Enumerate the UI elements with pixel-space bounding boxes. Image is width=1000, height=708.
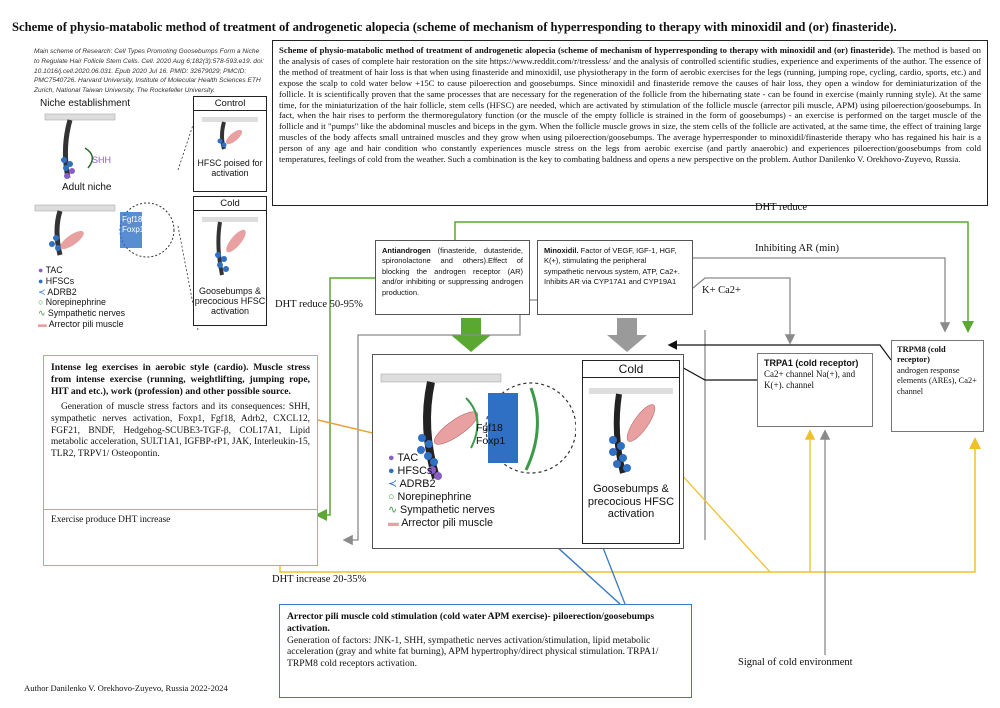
dht-reduce-left-line — [315, 277, 375, 521]
trpm8-box: TRPM8 (cold receptor) androgen response … — [891, 340, 984, 432]
trpm8-to-cold — [667, 340, 892, 361]
foxp1-label-large: Foxp1 — [476, 435, 506, 447]
shh-label: SHH — [92, 155, 112, 165]
foxp1-label-small: Foxp1 — [122, 225, 145, 234]
main-legend: ● TAC ● HFSCs ≺ ADRB2 ○ Norepinephrine ∿… — [388, 452, 495, 530]
exercise-produce-box: Exercise produce DHT increase — [43, 510, 318, 566]
legend-item-nerves: ∿ Sympathetic nerves — [38, 308, 126, 319]
cold-label-large: Cold — [583, 361, 679, 378]
cold-follicle-icon-large — [589, 388, 673, 474]
description-heading: Scheme of physio-matabolic method of tre… — [279, 45, 896, 55]
trpa1-box: TRPA1 (cold receptor) Ca2+ channel Na(+)… — [757, 353, 873, 427]
nerve-icon: ∿ — [388, 504, 398, 516]
apm-icon: ▬ — [38, 318, 47, 329]
niche-establishment-label: Niche establishment — [40, 98, 131, 109]
control-panel: Control HFSC poised for activation — [193, 96, 267, 192]
antiandrogen-box: Antiandrogen (finasteride, dutasteride, … — [375, 240, 530, 315]
cold-label-small: Cold — [194, 197, 266, 211]
fgf18-label-small: Fgf18 — [122, 215, 143, 224]
hfsc-icon: ● — [388, 465, 395, 477]
exercise-box: Intense leg exercises in aerobic style (… — [43, 355, 318, 510]
trpa1-body: Ca2+ channel Na(+), and K(+). channel — [764, 369, 856, 390]
trpm8-body: androgen response elements (AREs), Ca2+ … — [897, 365, 977, 396]
goosebumps-label-small: Goosebumps & precocious HFSC activation — [194, 286, 266, 317]
apm-icon: ▬ — [388, 517, 399, 529]
cold-panel-small: Cold Goosebumps & precocious HFSC activa… — [193, 196, 267, 326]
main-legend-tac: ● TAC — [388, 452, 419, 464]
niche-establishment-illustration — [44, 113, 116, 179]
minoxidil-arrow — [607, 318, 647, 352]
fgf18-label-large: Fgf18 — [476, 422, 503, 434]
exercise-heading: Intense leg exercises in aerobic style (… — [51, 362, 310, 397]
trpm8-heading: TRPM8 (cold receptor) — [897, 345, 946, 365]
main-legend-apm: ▬ Arrector pili muscle — [388, 517, 493, 529]
minoxidil-body: Factor of VEGF, IGF-1, HGF, K(+), stimul… — [544, 246, 680, 287]
main-legend-nerves: ∿ Sympathetic nerves — [388, 504, 495, 516]
inhibiting-ar-label: Inhibiting AR (min) — [755, 243, 839, 254]
exercise-body: Generation of muscle stress factors and … — [51, 401, 310, 460]
page-title: Scheme of physio-matabolic method of tre… — [12, 20, 897, 34]
apm-box: Arrector pili muscle cold stimulation (c… — [279, 604, 692, 698]
adult-niche-label: Adult niche — [62, 182, 112, 193]
adrb2-icon: ≺ — [388, 478, 398, 490]
k-ca-line — [692, 277, 796, 345]
adrb2-icon: ≺ — [38, 286, 46, 297]
legend-item-norepinephrine: ○ Norepinephrine — [38, 297, 106, 308]
minoxidil-heading: Minoxidil. — [544, 246, 579, 255]
inhibiting-ar-line — [693, 257, 951, 333]
tac-icon: ● — [38, 265, 44, 275]
citation-text: Main scheme of Research: Cell Types Prom… — [34, 48, 264, 95]
antiandrogen-heading: Antiandrogen — [382, 246, 431, 255]
dht-reduce-label: DHT reduce — [755, 202, 807, 213]
apm-heading: Arrector pili muscle cold stimulation (c… — [287, 611, 655, 634]
description-box: Scheme of physio-matabolic method of tre… — [272, 40, 988, 206]
legend-item-tac: ● TAC — [38, 265, 63, 275]
k-ca-label: K+ Ca2+ — [702, 285, 741, 296]
dht-reduce-percent-label: DHT reduce 50-95% — [275, 299, 363, 310]
main-legend-adrb2: ≺ ADRB2 — [388, 478, 436, 490]
nerve-icon: ∿ — [38, 308, 46, 319]
norepinephrine-icon: ○ — [388, 491, 395, 503]
legend-item-apm: ▬ Arrector pili muscle — [38, 318, 124, 329]
main-legend-norepinephrine: ○ Norepinephrine — [388, 491, 472, 503]
dht-increase-line — [279, 437, 981, 573]
apm-body: Generation of factors: JNK-1, SHH, sympa… — [287, 634, 659, 670]
legend-item-adrb2: ≺ ADRB2 — [38, 286, 77, 297]
hfsc-poised-label: HFSC poised for activation — [197, 158, 263, 178]
dht-reduce-line — [454, 221, 974, 333]
trpa1-heading: TRPA1 (cold receptor) — [764, 358, 859, 368]
description-body: The method is based on the analysis of c… — [279, 45, 982, 165]
norepinephrine-icon: ○ — [38, 297, 44, 308]
small-legend: ● TAC ● HFSCs ≺ ADRB2 ○ Norepinephrine ∿… — [38, 265, 125, 330]
exercise-produce-text: Exercise produce DHT increase — [51, 515, 171, 525]
signal-cold-label: Signal of cold environment — [738, 657, 853, 668]
antiandrogen-body: (finasteride, dutasteride, spironolacton… — [382, 246, 523, 297]
apm-to-cold — [599, 539, 626, 605]
legend-item-hfsc: ● HFSCs — [38, 275, 75, 286]
goosebumps-label-large: Goosebumps & precocious HFSC activation — [587, 483, 675, 520]
main-follicle-illustration — [380, 373, 576, 480]
minoxidil-box: Minoxidil. Factor of VEGF, IGF-1, HGF, K… — [537, 240, 693, 315]
control-label: Control — [194, 97, 266, 111]
control-follicle-icon — [202, 117, 258, 150]
main-legend-hfsc: ● HFSCs — [388, 465, 433, 477]
tac-icon: ● — [388, 452, 395, 464]
adult-niche-illustration — [34, 202, 175, 258]
hfsc-icon: ● — [38, 275, 44, 286]
cold-panel-large: Cold Goosebumps & precocious HFSC activa… — [582, 360, 680, 544]
dht-increase-label: DHT increase 20-35% — [272, 574, 367, 585]
cold-follicle-icon-small — [202, 217, 258, 276]
author-credit: Author Danilenko V. Orekhovo-Zuyevo, Rus… — [24, 683, 228, 693]
